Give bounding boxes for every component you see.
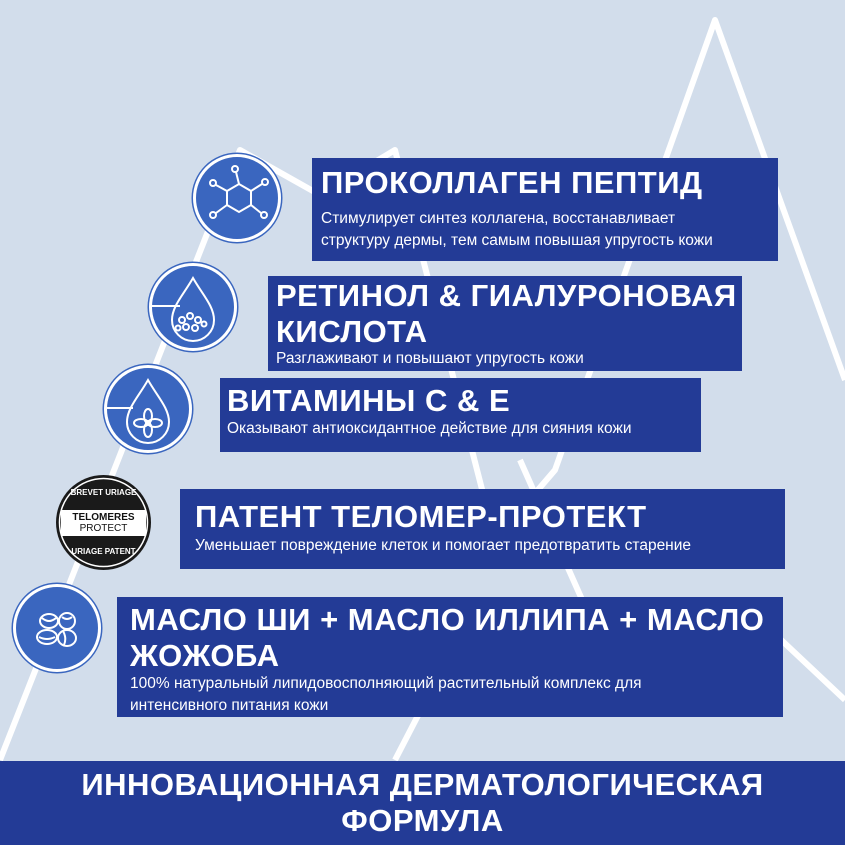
footer-line-1: ИННОВАЦИОННАЯ ДЕРМАТОЛОГИЧЕСКАЯ xyxy=(81,767,764,802)
badge-item-3 xyxy=(104,365,192,453)
item-1-panel: ПРОКОЛЛАГЕН ПЕПТИД Стимулирует синтез ко… xyxy=(312,158,778,261)
item-3-panel: ВИТАМИНЫ С & Е Оказывают антиоксидантное… xyxy=(220,378,701,452)
item-3-text: Оказывают антиоксидантное действие для с… xyxy=(227,420,632,437)
item-2-title-line-1: РЕТИНОЛ & ГИАЛУРОНОВАЯ xyxy=(276,278,737,313)
item-1-text-line-1: Стимулирует синтез коллагена, восстанавл… xyxy=(321,210,676,227)
footer-line-2: ФОРМУЛА xyxy=(341,803,504,838)
badge-item-5 xyxy=(13,584,101,672)
item-1-text-line-2: структуру дермы, тем самым повышая упруг… xyxy=(321,232,713,249)
item-5-title-line-2: ЖОЖОБА xyxy=(130,638,280,673)
item-5-text-line-2: интенсивного питания кожи xyxy=(130,697,329,714)
item-1-title: ПРОКОЛЛАГЕН ПЕПТИД xyxy=(321,165,703,200)
item-5-title-line-1: МАСЛО ШИ + МАСЛО ИЛЛИПА + МАСЛО xyxy=(130,602,765,637)
badge-item-2 xyxy=(149,263,237,351)
item-2-panel: РЕТИНОЛ & ГИАЛУРОНОВАЯ КИСЛОТА Разглажив… xyxy=(268,276,742,371)
item-5-panel: МАСЛО ШИ + МАСЛО ИЛЛИПА + МАСЛО ЖОЖОБА 1… xyxy=(117,597,783,717)
item-2-text: Разглаживают и повышают упругость кожи xyxy=(276,350,584,367)
item-3-title: ВИТАМИНЫ С & Е xyxy=(227,383,511,418)
droplet-flower-icon xyxy=(107,377,171,444)
badge-item-1 xyxy=(193,154,281,242)
item-4-title: ПАТЕНТ ТЕЛОМЕР-ПРОТЕКТ xyxy=(195,499,647,534)
seal-line-1: TELOMERES xyxy=(72,512,135,523)
item-2-title-line-2: КИСЛОТА xyxy=(276,314,428,349)
seal-top-text: BREVET URIAGE xyxy=(70,488,137,497)
item-4-text: Уменьшает повреждение клеток и помогает … xyxy=(195,537,692,554)
nuts-icon xyxy=(36,612,77,647)
seal-bottom-text: URIAGE PATENT xyxy=(71,547,136,556)
patent-seal-icon: BREVET URIAGE TELOMERES PROTECT URIAGE P… xyxy=(56,475,151,570)
seal-line-2: PROTECT xyxy=(79,523,128,534)
molecule-icon xyxy=(209,165,269,219)
item-4-panel: ПАТЕНТ ТЕЛОМЕР-ПРОТЕКТ Уменьшает поврежд… xyxy=(180,489,785,569)
droplet-bubbles-icon xyxy=(152,275,216,342)
seal-graphic xyxy=(58,477,149,568)
footer-banner: ИННОВАЦИОННАЯ ДЕРМАТОЛОГИЧЕСКАЯ ФОРМУЛА xyxy=(0,761,845,845)
item-5-text-line-1: 100% натуральный липидовосполняющий раст… xyxy=(130,675,642,692)
